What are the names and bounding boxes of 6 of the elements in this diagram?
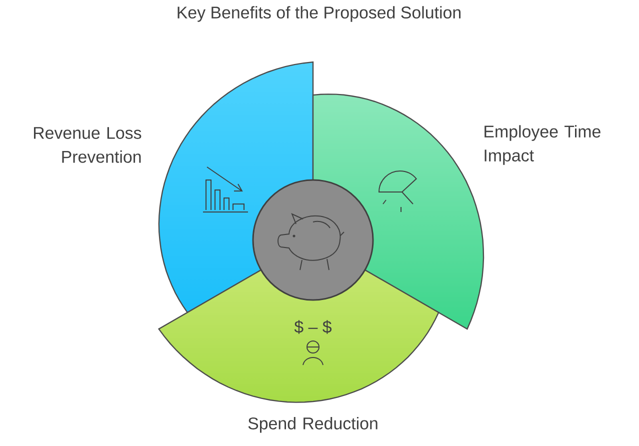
title: Key Benefits of the Proposed Solution [178, 6, 460, 22]
segment-label: Spend Reduction [248, 417, 378, 433]
center-circle [252, 179, 374, 301]
dollar-sign-icon: $ – $ [294, 320, 332, 334]
segment-label: Employee Time Impact [484, 125, 600, 165]
segment-label: Revenue Loss Prevention [34, 127, 142, 163]
